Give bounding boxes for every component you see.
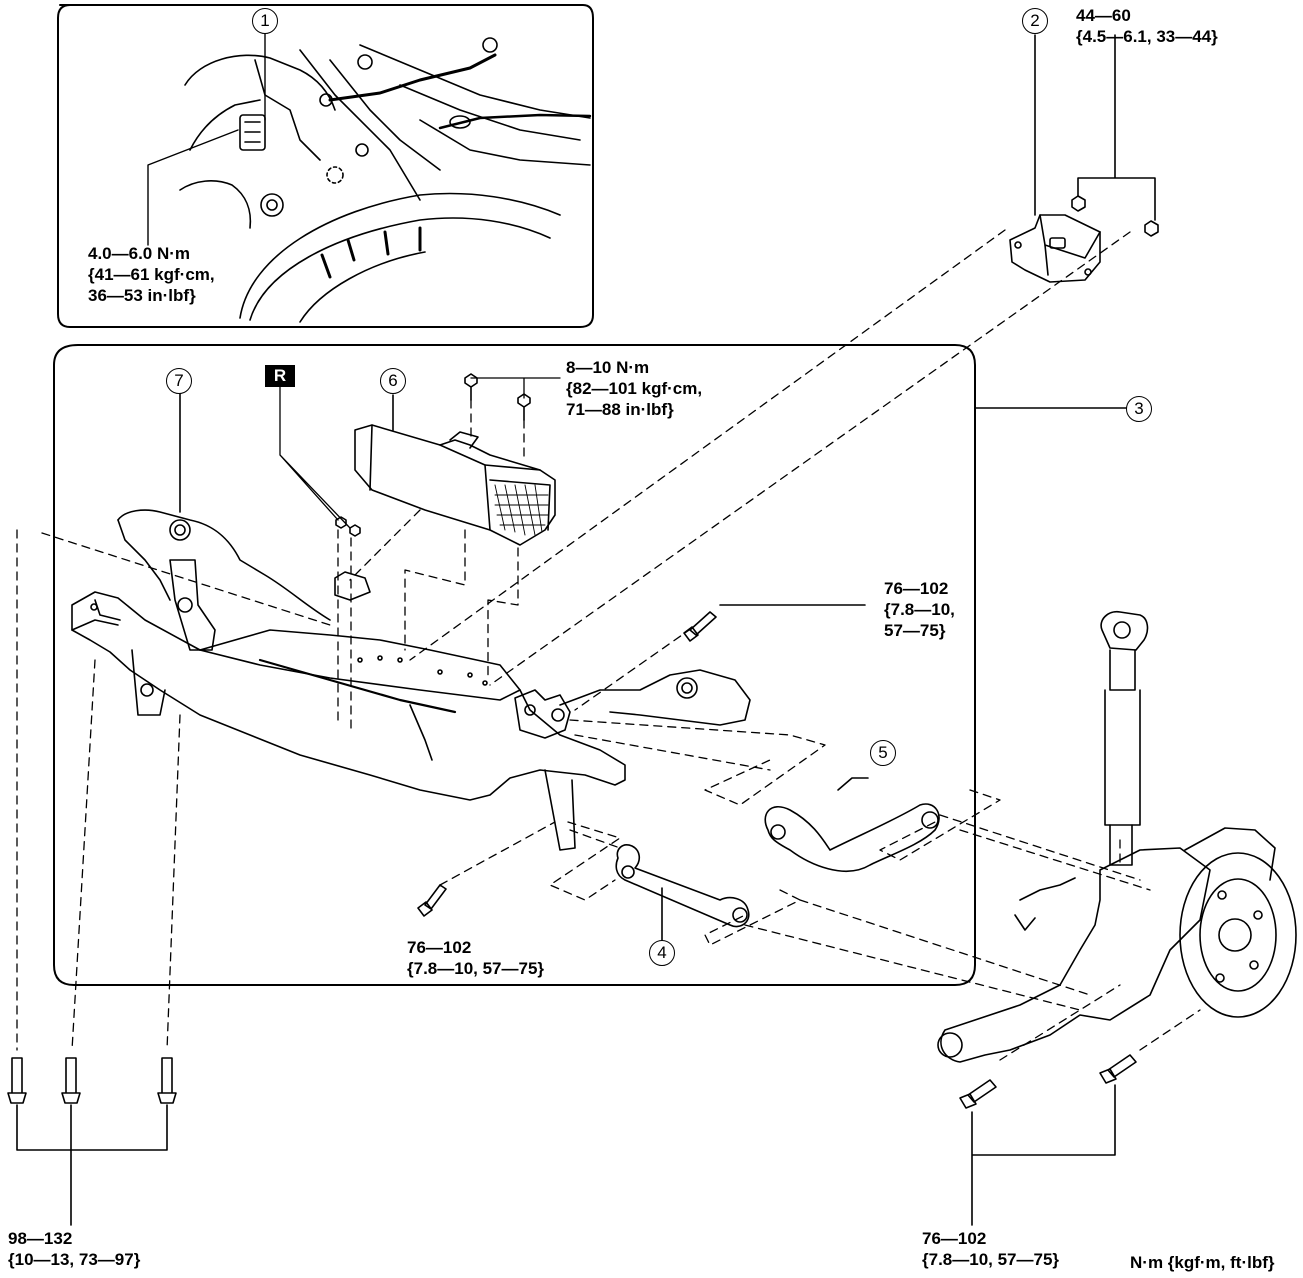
callout-1: 1	[252, 8, 278, 34]
torque-inset-connector: 4.0—6.0 N·m {41—61 kgf·cm, 36—53 in·lbf}	[88, 244, 215, 305]
torque-canister-bolts: 8—10 N·m {82—101 kgf·cm, 71—88 in·lbf}	[566, 358, 703, 419]
canister-6	[354, 373, 561, 546]
knuckle-assembly	[937, 827, 1297, 1063]
lower-arm-4	[615, 844, 750, 941]
arm-bolts	[417, 604, 866, 917]
torque-knuckle-bolts: 76—102 {7.8—10, 57—75}	[922, 1229, 1060, 1269]
upper-arm-5	[764, 777, 940, 873]
assembly-lines	[16, 229, 1201, 1061]
crossmember-bolts	[7, 1057, 177, 1226]
inset-connector-view	[57, 4, 594, 328]
shock-absorber	[1100, 610, 1149, 866]
torque-lower-arm-bolt: 76—102 {7.8—10, 57—75}	[407, 938, 545, 978]
callout-4: 4	[649, 940, 675, 966]
callout-3: 3	[1126, 396, 1152, 422]
bracket-2	[1009, 34, 1159, 283]
knuckle-bolts	[959, 1054, 1137, 1226]
crossmember-assembly-frame	[53, 344, 976, 986]
callout-6: 6	[380, 368, 406, 394]
torque-upper-arm-bolt: 76—102 {7.8—10, 57—75}	[884, 579, 955, 640]
crossmember-7	[71, 384, 751, 851]
torque-bracket-nuts: 44—60 {4.5—6.1, 33—44}	[1076, 6, 1218, 46]
callout-5: 5	[870, 740, 896, 766]
callout-2: 2	[1022, 8, 1048, 34]
torque-crossmember-bolts: 98—132 {10—13, 73—97}	[8, 1229, 141, 1269]
units-note: N·m {kgf·m, ft·lbf}	[1130, 1253, 1275, 1272]
replace-marker: R	[265, 365, 295, 387]
callout-7: 7	[166, 368, 192, 394]
